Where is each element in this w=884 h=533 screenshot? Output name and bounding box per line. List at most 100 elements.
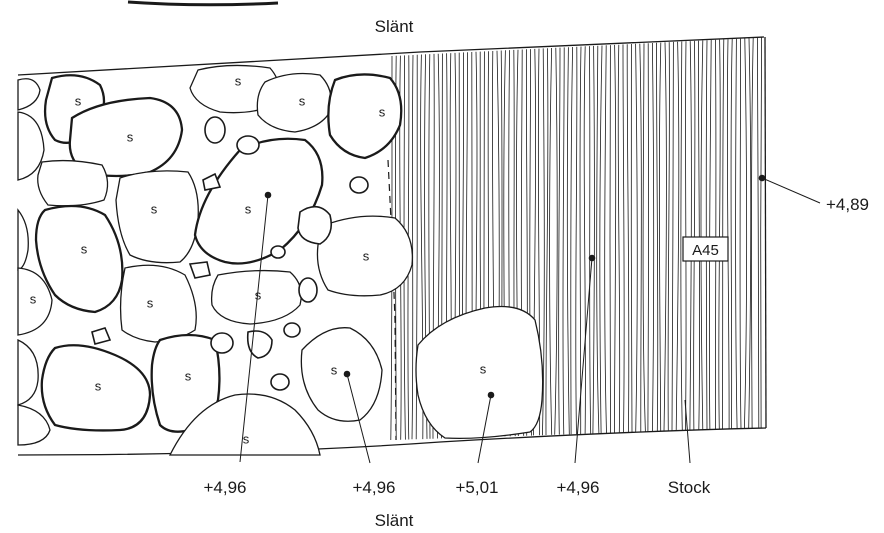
pebble — [283, 322, 301, 338]
wood-grain-line — [685, 41, 687, 431]
wood-grain-line — [545, 48, 549, 436]
stone — [115, 170, 199, 264]
stone-marker: s — [185, 368, 192, 383]
wood-grain-line — [617, 44, 621, 433]
wood-grain-line — [599, 45, 603, 434]
upper-edge-fragment — [127, 0, 279, 7]
wood-grain-line — [708, 39, 712, 430]
stone — [300, 327, 383, 422]
stone — [415, 305, 544, 440]
stone-markers: s s s s s s s s s s s s s s s s s — [30, 73, 487, 446]
pebble — [210, 332, 234, 354]
wood-grain-line — [647, 43, 650, 432]
pebble — [298, 277, 318, 303]
stone-marker: s — [379, 104, 386, 119]
stone-marker: s — [95, 378, 102, 393]
wood-grain-line — [722, 39, 725, 430]
wood-grain-line — [542, 48, 545, 436]
wood-grain-line — [744, 38, 748, 429]
stone-marker: s — [81, 241, 88, 256]
wood-grain-line — [726, 39, 730, 430]
pebble — [246, 330, 273, 359]
wood-grain-line — [705, 40, 708, 430]
material-label: Stock — [668, 478, 711, 497]
bottom-label: Slänt — [375, 511, 414, 530]
wood-grain-line — [642, 43, 646, 432]
wood-grain-line — [639, 43, 642, 433]
pebble — [349, 176, 369, 194]
leader-line — [761, 177, 821, 204]
wood-grain-line — [667, 42, 670, 432]
wood-grain-line — [622, 44, 625, 433]
pebble — [188, 261, 211, 279]
wood-grain-line — [689, 41, 692, 431]
level-point — [758, 174, 766, 182]
pebble — [236, 135, 260, 155]
wood-grain-line — [604, 45, 607, 434]
leader-line — [477, 394, 492, 464]
lower-edge-line — [17, 427, 767, 456]
stone — [17, 208, 29, 271]
pebble — [270, 245, 286, 259]
stone-marker: s — [75, 93, 82, 108]
stone-marker: s — [147, 295, 154, 310]
wood-grain-line — [570, 46, 573, 435]
top-label: Slänt — [375, 17, 414, 36]
pebble — [270, 373, 290, 391]
wood-grain-line — [748, 38, 752, 429]
stone — [37, 159, 109, 207]
pebble — [91, 327, 112, 345]
stone — [17, 338, 39, 406]
stone-marker: s — [235, 73, 242, 88]
stone — [256, 72, 332, 133]
level-point — [588, 254, 596, 262]
stone — [40, 344, 152, 432]
wood-grain-line — [630, 43, 633, 433]
wood-grain-line — [596, 45, 600, 434]
wood-grain-line — [757, 37, 760, 429]
stone-marker: s — [255, 287, 262, 302]
wood-grain-line — [614, 44, 617, 433]
pebbles — [91, 116, 369, 391]
wood-grain-line — [609, 45, 611, 434]
leader-line — [684, 399, 691, 464]
wood-grain-line — [760, 37, 762, 429]
wood-grain-line — [658, 42, 662, 432]
stone — [17, 111, 45, 181]
wood-grain-line — [562, 47, 565, 435]
stones — [17, 64, 544, 456]
level-leaders — [239, 174, 821, 464]
stone-marker: s — [30, 291, 37, 306]
wood-grain-line — [656, 42, 659, 432]
stone-marker: s — [299, 93, 306, 108]
stone-marker: s — [331, 362, 338, 377]
wood-grain-line — [411, 54, 414, 440]
wood-grain-line — [715, 39, 717, 430]
wood-grain-line — [739, 38, 742, 429]
stone — [316, 215, 414, 297]
stone — [193, 137, 324, 265]
stone — [17, 404, 51, 446]
stone-marker: s — [363, 248, 370, 263]
stone-marker: s — [151, 201, 158, 216]
wood-grain-line — [698, 40, 701, 431]
leader-line — [346, 373, 371, 464]
wood-grain-line — [735, 38, 738, 430]
level-point — [264, 191, 272, 199]
level-label: +4,96 — [203, 478, 246, 497]
tag-label: A45 — [692, 242, 719, 259]
wood-grain-line — [549, 47, 553, 435]
wood-grain-line — [680, 41, 683, 431]
level-label: +4,96 — [352, 478, 395, 497]
wood-grain-line — [626, 44, 630, 433]
wood-grain-line — [579, 46, 582, 435]
stone-marker: s — [480, 361, 487, 376]
wood-grain-line — [589, 46, 592, 434]
upper-edge-line — [17, 36, 765, 76]
stone — [210, 269, 302, 325]
level-label: +5,01 — [455, 478, 498, 497]
pebble — [202, 172, 222, 191]
stone-marker: s — [127, 129, 134, 144]
wood-grain-line — [663, 42, 667, 432]
